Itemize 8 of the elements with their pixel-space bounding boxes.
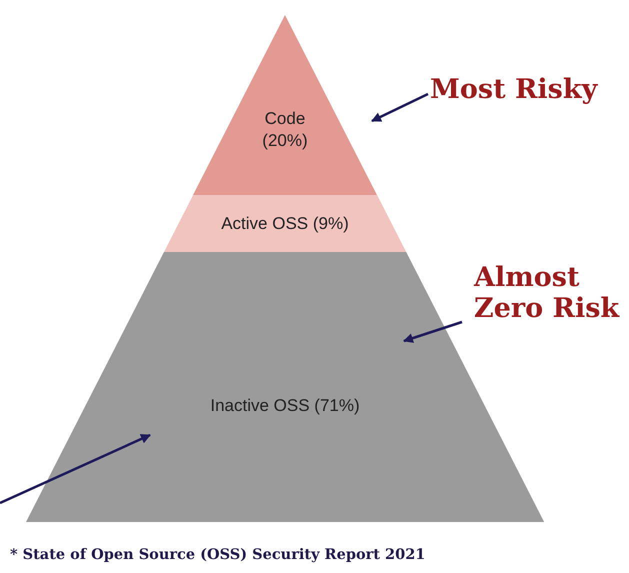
caption: * State of Open Source (OSS) Security Report 2021 <box>10 546 426 563</box>
segment-label: Code (20%) <box>261 108 309 152</box>
callout-label: Almost Zero Risk <box>474 262 620 324</box>
callout-label: Most Risky <box>430 74 599 106</box>
arrow <box>371 92 429 122</box>
segment-label: Active OSS (9%) <box>220 213 350 235</box>
arrow <box>0 434 151 504</box>
segment-label: Inactive OSS (71%) <box>209 395 361 417</box>
